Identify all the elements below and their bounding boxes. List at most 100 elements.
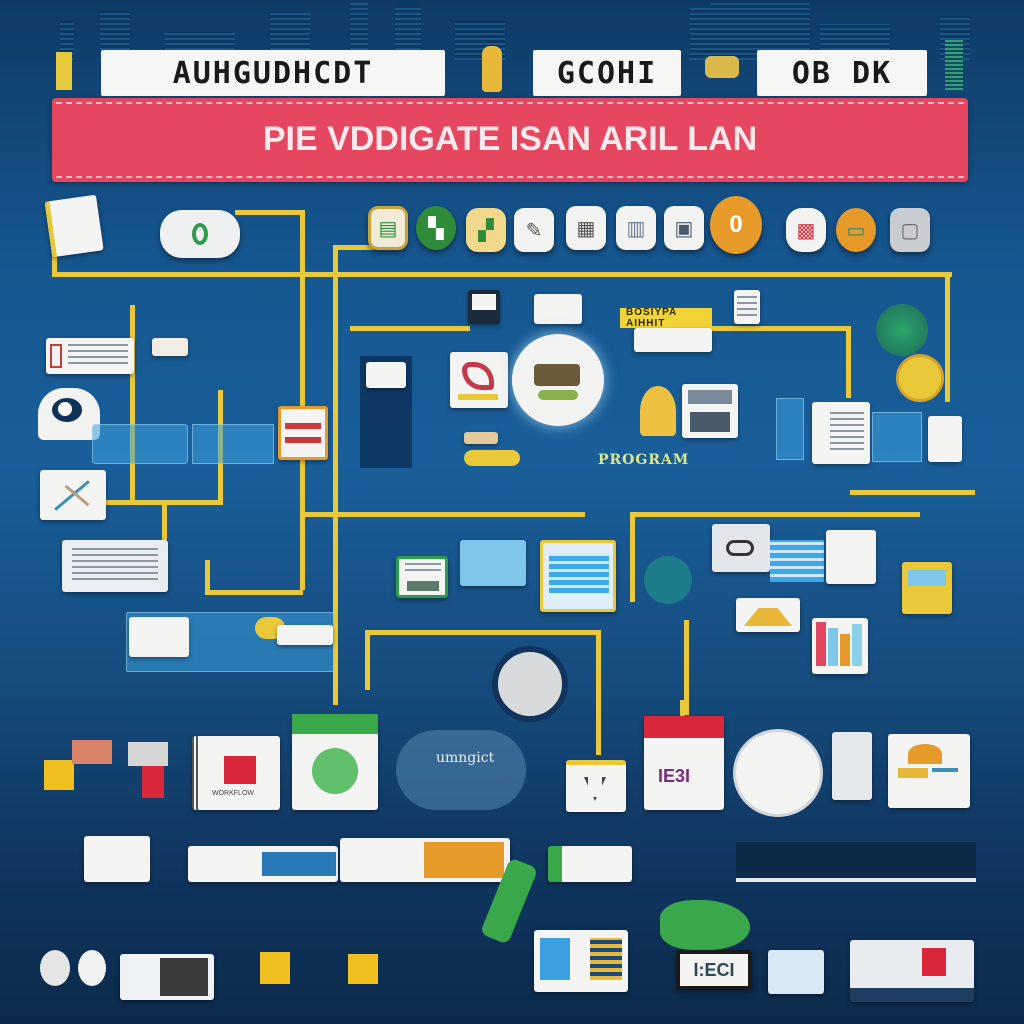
house-doc-card[interactable] bbox=[826, 530, 876, 584]
wire bbox=[365, 630, 600, 635]
table-card[interactable] bbox=[62, 540, 168, 592]
wire bbox=[205, 560, 210, 592]
monitor-text: I:ECI bbox=[693, 959, 735, 980]
app-icon-green-app[interactable]: ▞ bbox=[466, 208, 506, 252]
lamp-card[interactable] bbox=[736, 598, 800, 632]
app-icon-red[interactable]: ▩ bbox=[786, 208, 826, 252]
monitor-small[interactable] bbox=[534, 294, 582, 324]
person-icons bbox=[40, 950, 110, 990]
blue-slider-panel-2[interactable] bbox=[192, 424, 274, 464]
program-label: PROGRAM bbox=[598, 452, 690, 468]
red-app-icon: ▩ bbox=[796, 219, 816, 242]
pen-icon: ✎ bbox=[525, 219, 543, 242]
app-pill[interactable] bbox=[160, 210, 240, 258]
app-icon-calendar[interactable]: ▦ bbox=[566, 206, 606, 250]
sky-card[interactable] bbox=[460, 540, 526, 586]
globe-label: umngict bbox=[436, 750, 495, 766]
red-card-text: IE3I bbox=[658, 766, 691, 786]
phone-device[interactable] bbox=[468, 290, 500, 324]
report-card[interactable] bbox=[812, 402, 870, 464]
wire bbox=[235, 210, 303, 215]
blue-slider-panel[interactable] bbox=[92, 424, 188, 464]
header-card-2[interactable]: GCOHI bbox=[533, 50, 681, 96]
app-icon-grey[interactable]: ▢ bbox=[890, 208, 930, 252]
wide-screen-strip[interactable] bbox=[188, 846, 338, 882]
spreadsheet-icon: ▥ bbox=[626, 217, 646, 240]
app-icon-orange[interactable]: ▭ bbox=[836, 208, 876, 252]
gallery-strip[interactable] bbox=[340, 838, 510, 882]
wire bbox=[130, 305, 135, 500]
app-icon-monitor[interactable]: ▣ bbox=[664, 206, 704, 250]
chart-tile[interactable] bbox=[450, 352, 508, 408]
robot-figure-icon bbox=[482, 46, 502, 92]
blue-bars bbox=[770, 540, 824, 582]
header-card-1-text: AUHGUDHCDT bbox=[172, 55, 374, 91]
green-frame-card[interactable] bbox=[396, 556, 448, 598]
document-card[interactable] bbox=[44, 194, 104, 258]
bar-chart-card[interactable] bbox=[540, 540, 616, 612]
yellow-device-card[interactable] bbox=[902, 562, 952, 614]
wire bbox=[945, 272, 950, 402]
app-icon-orange-badge[interactable]: 0 bbox=[710, 196, 762, 254]
banner-title: PIE VDDIGATE ISAN ARIL LAN bbox=[262, 120, 758, 158]
compass-card[interactable] bbox=[40, 470, 106, 520]
yellow-gadget-icon bbox=[705, 56, 739, 78]
wire bbox=[300, 512, 585, 517]
orange-list-card[interactable] bbox=[278, 406, 328, 460]
header-card-1[interactable]: AUHGUDHCDT bbox=[101, 50, 445, 96]
wire bbox=[162, 500, 167, 540]
header-card-3[interactable]: OB DK bbox=[757, 50, 927, 96]
person-figure-icon bbox=[640, 386, 676, 436]
chat-bubble-icon: ▚ bbox=[428, 217, 444, 240]
red-top-card[interactable]: IE3I bbox=[644, 716, 724, 810]
gold-coin[interactable] bbox=[896, 354, 944, 402]
doc-lines-card[interactable] bbox=[734, 290, 760, 324]
green-ring-icon bbox=[192, 223, 208, 245]
central-disc[interactable] bbox=[492, 646, 568, 722]
header-card-3-text: OB DK bbox=[791, 55, 893, 91]
app-icon-chat[interactable]: ✎ bbox=[514, 208, 554, 252]
orange-app-icon: ▭ bbox=[846, 219, 866, 242]
timeline-card[interactable] bbox=[888, 734, 970, 808]
network-globe-panel: umngict bbox=[396, 730, 526, 810]
app-icon-document[interactable]: ▤ bbox=[368, 206, 408, 250]
yellow-tag: BOSIYPA AIHHIT bbox=[620, 307, 712, 329]
yellow-figure-2 bbox=[348, 954, 378, 984]
app-icon-green-chat[interactable]: ▚ bbox=[416, 206, 456, 250]
white-disc[interactable] bbox=[736, 732, 820, 814]
monitor-icon: ▣ bbox=[674, 217, 694, 240]
info-strip[interactable] bbox=[126, 612, 334, 672]
wire bbox=[684, 620, 689, 715]
list-panel[interactable] bbox=[46, 338, 134, 374]
globe-ship-circle[interactable] bbox=[512, 334, 604, 426]
notebook-card[interactable]: WORKFLOW bbox=[192, 736, 280, 810]
wire bbox=[350, 326, 470, 331]
people-illustration bbox=[38, 736, 178, 816]
wire bbox=[100, 500, 222, 505]
video-card[interactable] bbox=[682, 384, 738, 438]
shield-card[interactable] bbox=[566, 760, 626, 812]
notebook-caption: WORKFLOW bbox=[212, 790, 254, 797]
wire bbox=[333, 245, 338, 705]
green-chart-card[interactable] bbox=[292, 714, 378, 810]
printer-card[interactable] bbox=[712, 524, 770, 572]
tv-card[interactable] bbox=[120, 954, 214, 1000]
restaurant-strip[interactable] bbox=[548, 846, 632, 882]
yellow-tag-left bbox=[56, 52, 72, 90]
map-card[interactable] bbox=[634, 328, 712, 352]
dark-screens-strip bbox=[736, 842, 976, 882]
small-doc-card[interactable] bbox=[928, 416, 962, 462]
building-card[interactable] bbox=[768, 950, 824, 994]
camera-device-icon[interactable] bbox=[38, 388, 100, 440]
colorful-chart-card[interactable] bbox=[812, 618, 868, 674]
app-icon-spreadsheet[interactable]: ▥ bbox=[616, 206, 656, 250]
mini-screen[interactable] bbox=[84, 836, 150, 882]
laptop-card[interactable] bbox=[534, 930, 628, 992]
wire bbox=[630, 512, 635, 602]
wire bbox=[365, 630, 370, 690]
monitor-card[interactable]: I:ECI bbox=[676, 950, 752, 990]
wire bbox=[710, 326, 850, 331]
video-player-card[interactable] bbox=[850, 940, 974, 1002]
grey-app-icon: ▢ bbox=[900, 219, 920, 242]
stripe-card bbox=[464, 432, 498, 444]
